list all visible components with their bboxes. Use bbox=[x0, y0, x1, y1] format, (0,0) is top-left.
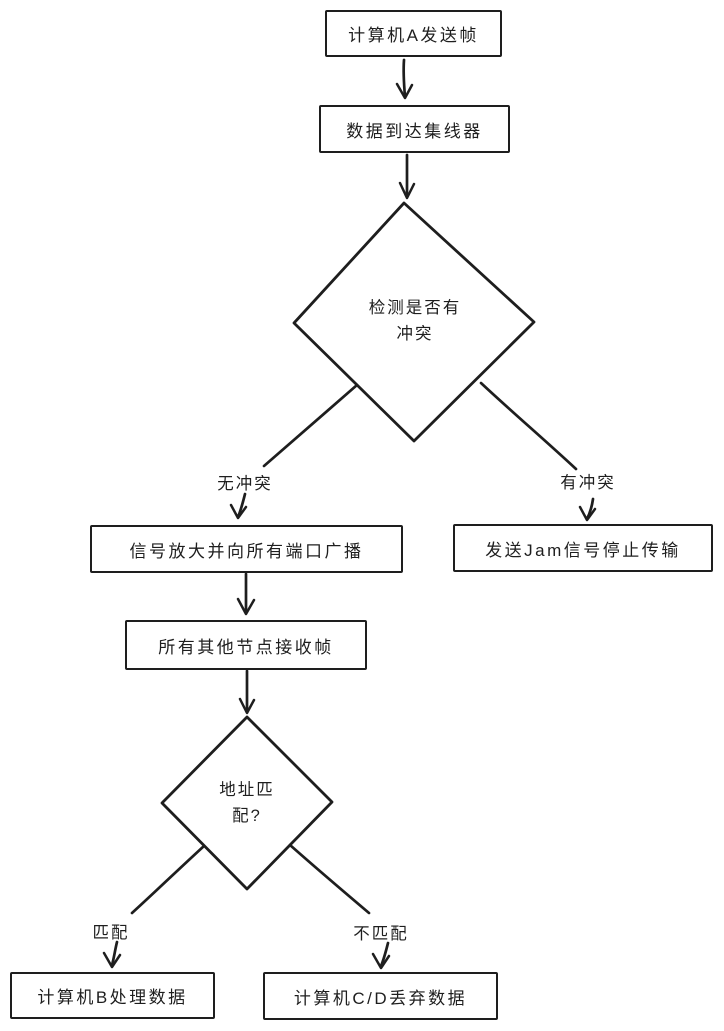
edge-no-collision bbox=[229, 383, 359, 520]
node-other-nodes-receive-frame: 所有其他节点接收帧 bbox=[125, 620, 367, 670]
node-send-jam-signal: 发送Jam信号停止传输 bbox=[453, 524, 713, 572]
edge-label-collision: 有冲突 bbox=[560, 474, 616, 492]
edge-broadcast-to-receive bbox=[236, 572, 256, 616]
decision-diamond-collision bbox=[292, 201, 536, 443]
node-broadcast-all-ports: 信号放大并向所有端口广播 bbox=[90, 525, 403, 573]
edge-match bbox=[102, 844, 206, 969]
node-data-reaches-hub: 数据到达集线器 bbox=[319, 105, 510, 153]
edge-start-to-hub bbox=[395, 58, 414, 100]
node-label: 计算机B处理数据 bbox=[37, 988, 188, 1007]
node-label: 发送Jam信号停止传输 bbox=[485, 540, 681, 560]
node-computer-cd-discards-data: 计算机C/D丢弃数据 bbox=[263, 972, 498, 1020]
node-computer-b-processes-data: 计算机B处理数据 bbox=[10, 972, 215, 1019]
edge-label-match: 匹配 bbox=[92, 924, 130, 942]
edge-hub-to-collision-check bbox=[398, 153, 416, 200]
node-computer-a-sends-frame: 计算机A发送帧 bbox=[325, 10, 502, 57]
edge-label-no-match: 不匹配 bbox=[353, 925, 409, 943]
node-label: 计算机A发送帧 bbox=[348, 26, 479, 45]
node-label: 计算机C/D丢弃数据 bbox=[293, 988, 468, 1008]
decision-label-collision-check: 检测是否有 冲突 bbox=[368, 299, 462, 343]
edge-no-match bbox=[288, 843, 391, 970]
edge-receive-to-match-check bbox=[238, 669, 256, 715]
decision-label-address-match: 地址匹 配? bbox=[219, 781, 275, 825]
edge-collision bbox=[479, 381, 597, 522]
edge-label-no-collision: 无冲突 bbox=[217, 475, 273, 493]
node-label: 数据到达集线器 bbox=[346, 121, 483, 141]
node-label: 信号放大并向所有端口广播 bbox=[129, 541, 364, 561]
node-label: 所有其他节点接收帧 bbox=[158, 637, 334, 657]
